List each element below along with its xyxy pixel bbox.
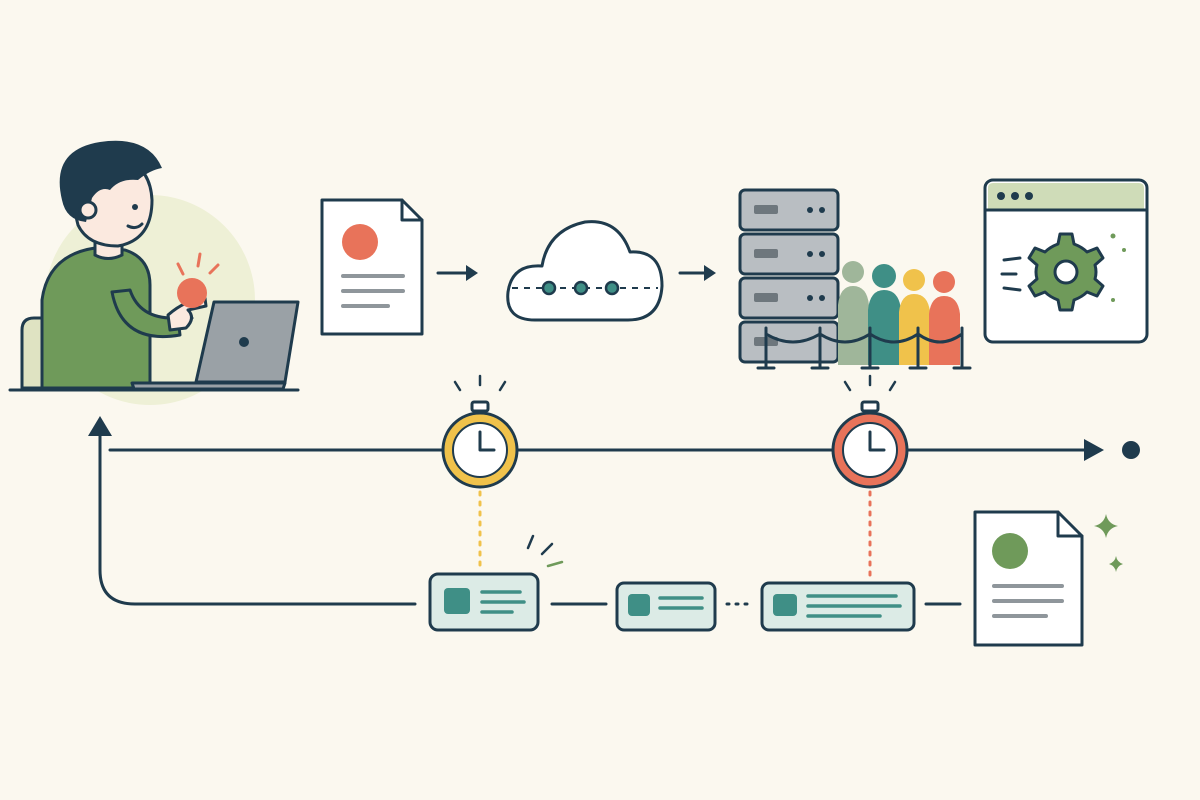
- stopwatch-yellow-icon: [441, 374, 519, 489]
- return-path-arrow: [88, 416, 417, 606]
- sparkle-lines: [526, 534, 564, 568]
- record-card-3: [760, 581, 916, 632]
- document-with-green-dot-icon: [973, 510, 1084, 647]
- sparkle-icon: [1094, 514, 1123, 572]
- stopwatch-red-icon: [831, 374, 909, 489]
- arrow-doc-to-cloud: [436, 265, 478, 281]
- timeline-arrow: [108, 439, 1140, 461]
- people-queue-icon: [756, 261, 972, 370]
- record-card-2: [615, 581, 717, 632]
- record-card-1: [428, 572, 540, 632]
- person-at-laptop-icon: [8, 140, 300, 405]
- browser-gear-icon: [983, 178, 1149, 344]
- document-with-red-dot-icon: [320, 198, 424, 336]
- cloud-icon: [506, 220, 664, 322]
- arrow-cloud-to-server: [678, 265, 716, 281]
